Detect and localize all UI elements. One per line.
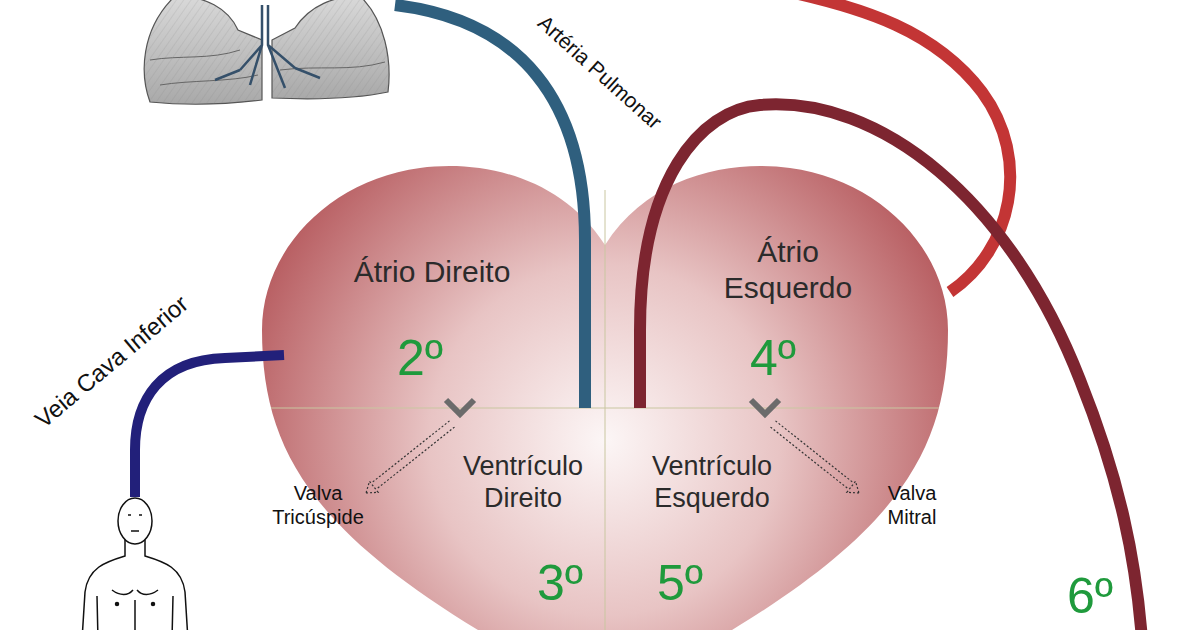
- heart-outline: [262, 166, 948, 630]
- chamber-name: Ventrículo Direito: [443, 450, 603, 515]
- valve-chevron: [446, 400, 474, 414]
- valve-label: Valva Mitral: [867, 481, 957, 529]
- chamber-name: Átrio Esquerdo: [693, 234, 883, 306]
- step-number: 4º: [750, 328, 796, 388]
- divider-line: [605, 190, 606, 630]
- step-number: 5º: [657, 553, 703, 613]
- chamber-name: Átrio Direito: [347, 254, 517, 290]
- vessel-label: Artéria Pulmonar: [533, 10, 667, 134]
- valve-label: Valva Tricúspide: [263, 481, 373, 529]
- step-number: 2º: [397, 328, 443, 388]
- heart-chamber: Átrio Esquerdo 4º: [605, 190, 948, 408]
- vessel-label: Veia Cava Inferior: [30, 290, 195, 435]
- step-number: 6º: [1067, 566, 1113, 626]
- vena-cava: [135, 355, 284, 497]
- pulmonary-vein: [640, 104, 1142, 630]
- human-figure: [82, 498, 188, 630]
- pulmonary-artery: [395, 5, 585, 408]
- valve-leader: [366, 421, 859, 493]
- divider-line: [240, 408, 970, 409]
- valve-chevron: [751, 400, 779, 414]
- heart-chamber: Átrio Direito 2º: [262, 190, 605, 408]
- step-number: 3º: [537, 553, 583, 613]
- chamber-name: Ventrículo Esquerdo: [625, 450, 800, 515]
- lungs-illustration: [144, 0, 389, 104]
